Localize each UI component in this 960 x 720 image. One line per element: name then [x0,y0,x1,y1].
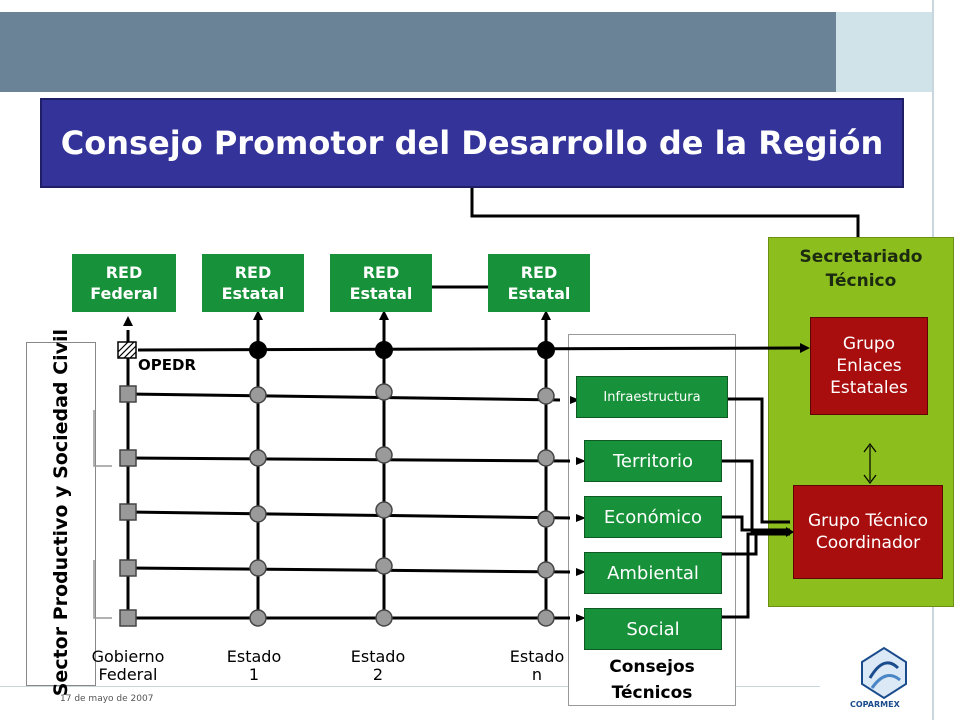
header-bar [0,12,836,92]
opedr-line [137,346,801,352]
arrow-ambiental [576,568,586,576]
hline-economico [127,510,571,520]
council-economico-label: Económico [603,506,703,528]
column-label-estadon: Estado n [498,648,576,684]
column-label-estadon-line1: Estado [509,647,565,666]
arrow-social [576,614,586,622]
header-accent [836,12,932,92]
state-nodes [249,383,555,627]
column-label-estado2: Estado 2 [338,648,418,684]
council-infraestructura-label: Infraestructura [603,389,701,405]
network-estatal-n: RED Estatal [488,254,590,312]
hline-ambiental [127,566,571,574]
network-estatal-2-label: RED Estatal [349,263,413,303]
double-arrow-groups [863,443,877,484]
arrowheads [123,310,810,622]
opedr-nodes [249,341,555,359]
council-ambiental-label: Ambiental [607,562,699,584]
network-estatal-n-label: RED Estatal [507,263,571,303]
arrow-economico [576,514,586,522]
group-tecnico-box: Grupo Técnico Coordinador [793,485,943,579]
councils-title: Consejos Técnicos [609,657,695,703]
network-estatal-1: RED Estatal [202,254,304,312]
network-estatal-2: RED Estatal [330,254,432,312]
hline-infra [127,392,561,402]
hline-territorio [127,456,571,463]
column-label-federal-line2: Federal [98,665,158,684]
council-infraestructura: Infraestructura [576,376,728,418]
council-social: Social [584,608,722,650]
council-territorio-label: Territorio [613,450,693,472]
federal-nodes [119,385,137,627]
group-tecnico-label: Grupo Técnico Coordinador [807,511,929,553]
footer-date: 17 de mayo de 2007 [60,694,154,704]
arrow-infra [570,396,580,404]
column-label-estadon-line2: n [531,665,543,684]
opedr-label: OPEDR [138,356,196,374]
bottom-rule [0,686,820,687]
arrow-opedr [800,343,810,353]
arrow-up-federal [123,316,133,326]
council-ambiental: Ambiental [584,552,722,594]
connector-ambiental [722,530,790,556]
network-federal: RED Federal [72,254,176,312]
column-label-estado1: Estado 1 [214,648,294,684]
connector-economico [722,515,790,532]
column-label-federal: Gobierno Federal [82,648,174,684]
network-federal-label: RED Federal [90,263,158,303]
council-title-box: Consejo Promotor del Desarrollo de la Re… [40,98,904,188]
arrow-tecnico [786,527,794,537]
column-label-estado1-line2: 1 [248,665,260,684]
connector-infra [728,397,790,524]
footer-brand: COPARMEX [850,700,900,709]
secretariat-title: Secretariado Técnico [799,247,923,291]
arrow-territorio [576,457,586,465]
group-enlaces-box: Grupo Enlaces Estatales [810,317,928,415]
column-label-estado1-line1: Estado [226,647,282,666]
sector-bracket [93,410,112,619]
arrow-up-estadon [541,310,551,320]
connector-social [722,532,790,619]
coparmex-logo-mark [861,646,907,700]
arrow-up-estado2 [379,310,389,320]
group-enlaces-label: Grupo Enlaces Estatales [830,334,908,398]
hatched-square [117,341,137,359]
arrow-up-estado1 [253,310,263,320]
title-connector [470,188,860,237]
sector-box [26,342,96,686]
network-estatal-1-label: RED Estatal [221,263,285,303]
column-label-federal-line1: Gobierno [91,647,165,666]
council-title: Consejo Promotor del Desarrollo de la Re… [60,124,884,162]
council-social-label: Social [626,618,680,640]
council-territorio: Territorio [584,440,722,482]
column-label-estado2-line1: Estado [350,647,406,666]
column-label-estado2-line2: 2 [372,665,384,684]
council-economico: Económico [584,496,722,538]
